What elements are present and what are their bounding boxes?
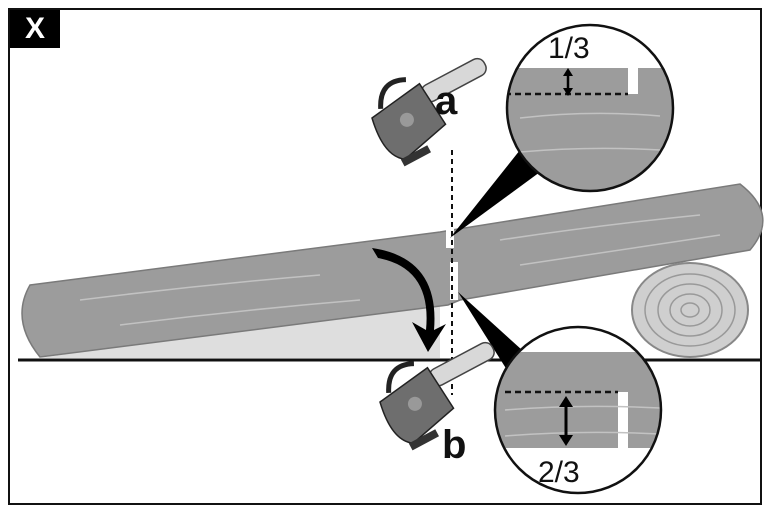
bottom-cut xyxy=(450,262,458,300)
cut-a-label: a xyxy=(435,79,458,123)
cut-b-label: b xyxy=(442,423,466,467)
curved-arrow-icon xyxy=(372,248,446,352)
bottom-zoom-callout: 2/3 xyxy=(493,325,663,495)
figure-badge: X xyxy=(10,10,60,48)
top-zoom-callout: 1/3 xyxy=(505,23,675,193)
top-fraction-label: 1/3 xyxy=(548,32,590,65)
double-arrow-icon xyxy=(563,68,573,96)
bottom-fraction-label: 2/3 xyxy=(538,456,580,489)
log-stack-end xyxy=(631,262,749,358)
chainsaw-icon xyxy=(379,341,495,451)
top-callout-pointer xyxy=(450,150,540,238)
double-arrow-icon xyxy=(559,396,573,446)
bottom-callout-pointer xyxy=(458,292,522,370)
chainsaw-icon xyxy=(371,57,487,167)
